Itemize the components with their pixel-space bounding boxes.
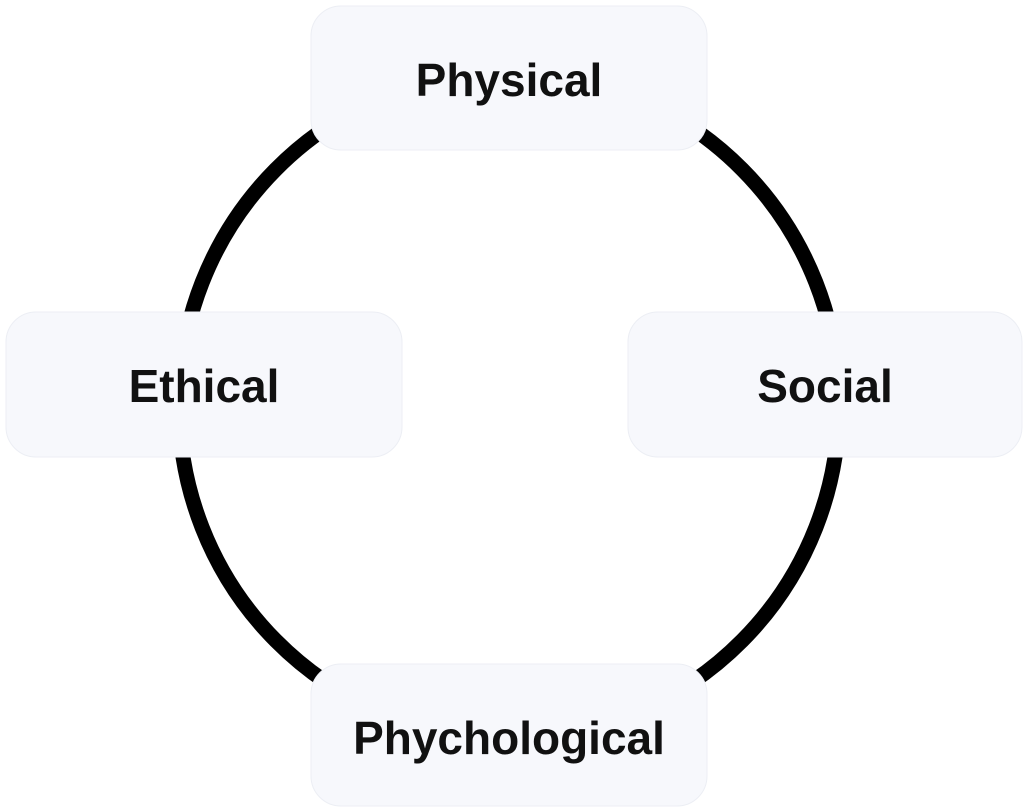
- node-label: Phychological: [353, 712, 665, 764]
- node-phychological: Phychological: [310, 663, 708, 807]
- node-label: Ethical: [129, 360, 280, 412]
- node-physical: Physical: [310, 5, 708, 151]
- node-label: Social: [757, 360, 893, 412]
- node-ethical: Ethical: [5, 311, 403, 458]
- node-social: Social: [627, 311, 1023, 458]
- node-label: Physical: [416, 54, 603, 106]
